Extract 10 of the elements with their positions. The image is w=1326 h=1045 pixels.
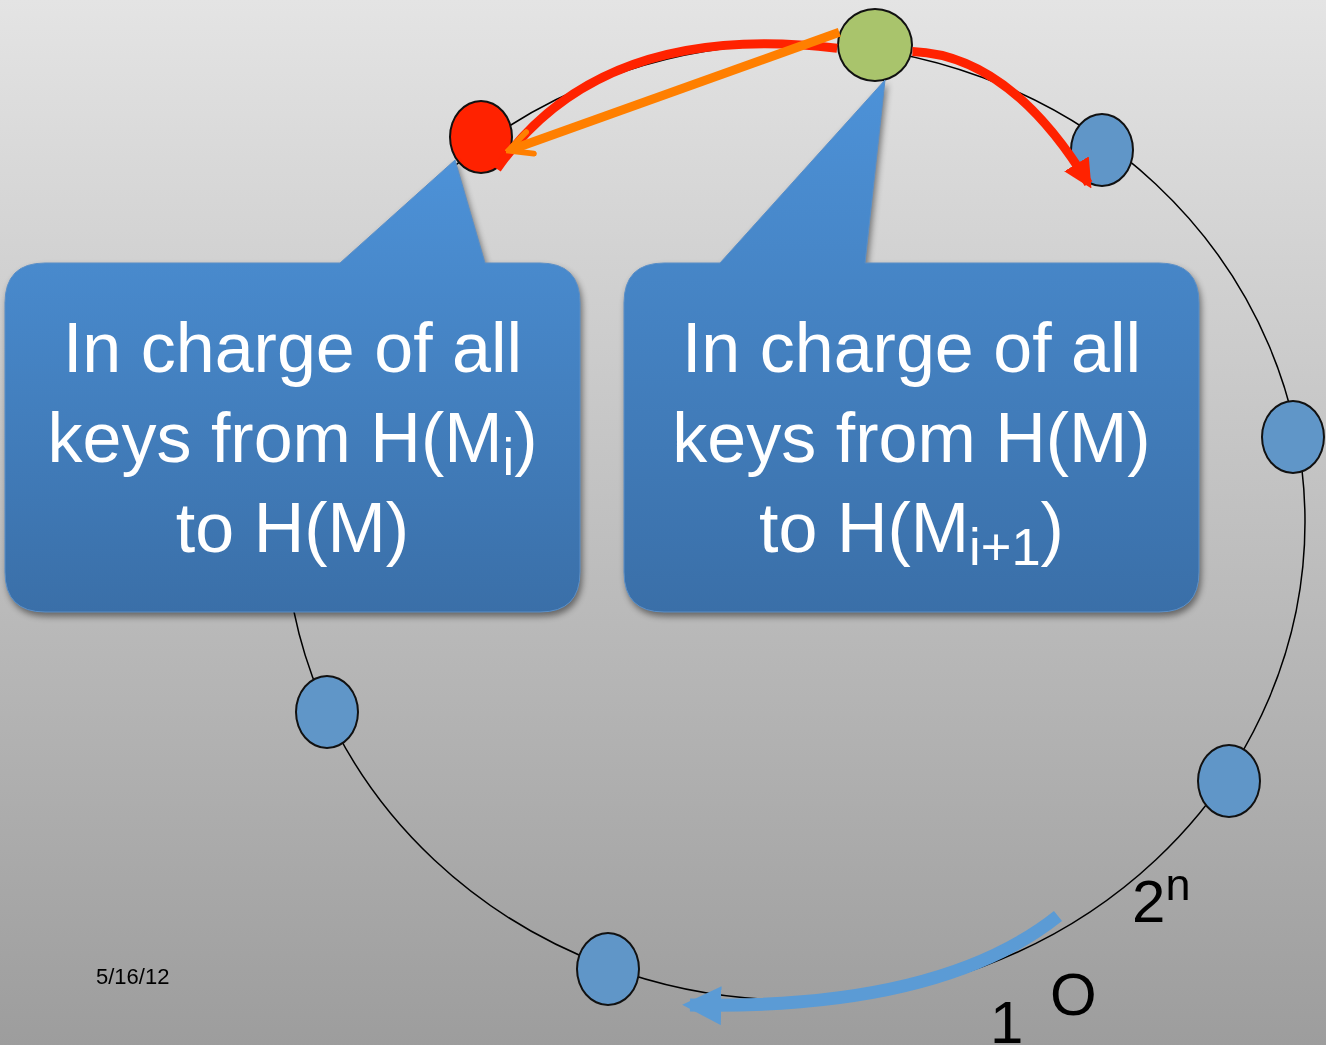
axis-label: 1 bbox=[990, 993, 1024, 1045]
callout-text: In charge of all keys from H(M) to H(M$_{i+1}$) bbox=[671, 307, 1152, 573]
arrow bbox=[505, 28, 841, 157]
ring-node bbox=[1197, 744, 1261, 818]
axis-label: 5/16/12 bbox=[96, 966, 170, 988]
callout-bubble bbox=[624, 78, 1199, 612]
callout-text: In charge of all keys from H(M$_{i}$) to H(M) bbox=[46, 307, 539, 569]
arrow bbox=[912, 46, 1093, 189]
axis-label: O bbox=[1050, 965, 1097, 1025]
axis-label: 2$^{n}$ bbox=[1132, 872, 1191, 932]
